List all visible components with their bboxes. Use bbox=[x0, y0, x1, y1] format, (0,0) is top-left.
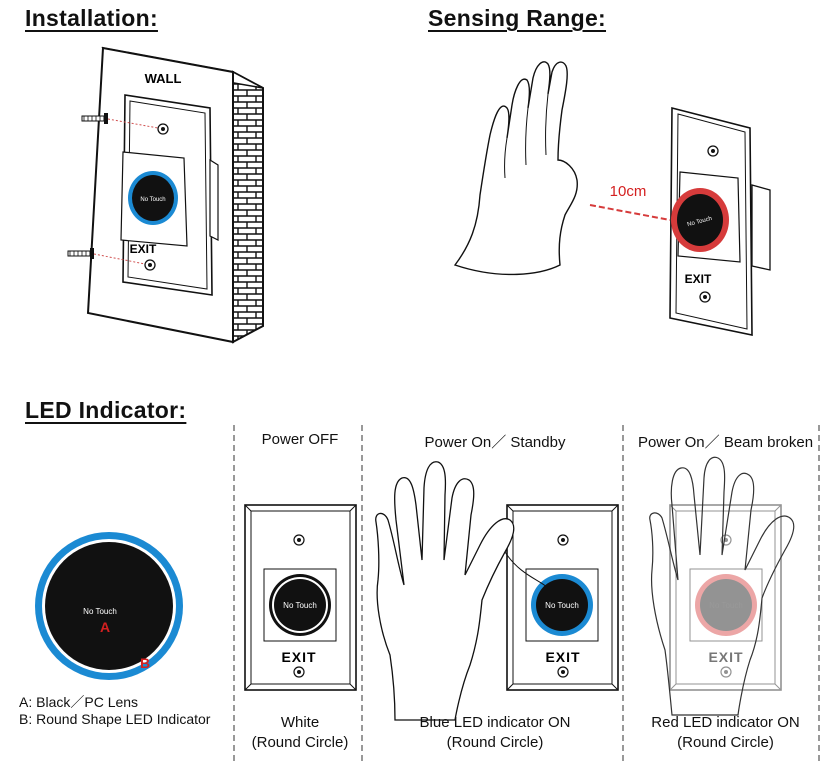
sensing-exit-label: EXIT bbox=[685, 272, 712, 286]
brick-wall-side bbox=[232, 70, 264, 344]
panel2-exit-label: EXIT bbox=[545, 649, 580, 665]
lens-text: No Touch bbox=[83, 607, 117, 616]
sensing-illustration bbox=[453, 61, 771, 336]
installation-exit-label: EXIT bbox=[130, 242, 157, 256]
caption-standby-line2: (Round Circle) bbox=[446, 734, 544, 751]
panel-power-off bbox=[244, 504, 357, 691]
caption-standby-line1: Blue LED indicator ON bbox=[419, 714, 571, 731]
state-title-standby: Power On／ Standby bbox=[424, 434, 566, 451]
sensing-button-lens bbox=[677, 194, 723, 246]
caption-power-off-line1: White bbox=[280, 714, 320, 731]
panel-beam-broken bbox=[649, 456, 805, 716]
legend-b: B: Round Shape LED Indicator bbox=[19, 711, 211, 727]
screw-icon bbox=[67, 248, 94, 259]
caption-beam-broken: Red LED indicator ON (Round Circle) bbox=[628, 713, 822, 753]
caption-standby: Blue LED indicator ON (Round Circle) bbox=[370, 713, 620, 753]
caption-power-off: White (Round Circle) bbox=[238, 713, 362, 753]
hand-icon bbox=[375, 461, 515, 721]
button-lens-off bbox=[274, 579, 326, 631]
distance-line bbox=[589, 204, 671, 221]
panel3-button-text: No Touch bbox=[709, 601, 743, 610]
installation-heading: Installation: bbox=[25, 5, 158, 31]
panel-standby bbox=[375, 461, 619, 721]
installation-button-lens bbox=[132, 175, 174, 221]
legend-a: A: Black／PC Lens bbox=[19, 694, 139, 710]
distance-label: 10cm bbox=[610, 183, 647, 200]
caption-beam-broken-line2: (Round Circle) bbox=[677, 734, 774, 751]
installation-button-text: No Touch bbox=[140, 197, 165, 203]
pc-lens bbox=[45, 542, 173, 670]
hand-icon bbox=[649, 456, 795, 716]
panel3-exit-label: EXIT bbox=[708, 649, 743, 665]
screw-icon bbox=[81, 113, 108, 124]
caption-power-off-line2: (Round Circle) bbox=[251, 734, 349, 751]
caption-beam-broken-line1: Red LED indicator ON bbox=[651, 714, 800, 731]
panel1-button-text: No Touch bbox=[283, 601, 317, 610]
led-indicator-heading: LED Indicator: bbox=[25, 397, 187, 423]
panel2-button-text: No Touch bbox=[545, 601, 579, 610]
installation-illustration bbox=[67, 46, 264, 344]
sensing-range-heading: Sensing Range: bbox=[428, 5, 607, 31]
state-title-beam-broken: Power On／ Beam broken bbox=[637, 434, 814, 451]
button-lens-standby bbox=[536, 579, 588, 631]
marker-a: A bbox=[100, 619, 110, 635]
state-title-power-off: Power OFF bbox=[261, 431, 339, 448]
panel1-exit-label: EXIT bbox=[281, 649, 316, 665]
hand-icon bbox=[453, 61, 578, 276]
marker-b: B bbox=[140, 655, 150, 671]
lens-detail bbox=[35, 532, 183, 680]
wall-label: WALL bbox=[145, 71, 182, 86]
